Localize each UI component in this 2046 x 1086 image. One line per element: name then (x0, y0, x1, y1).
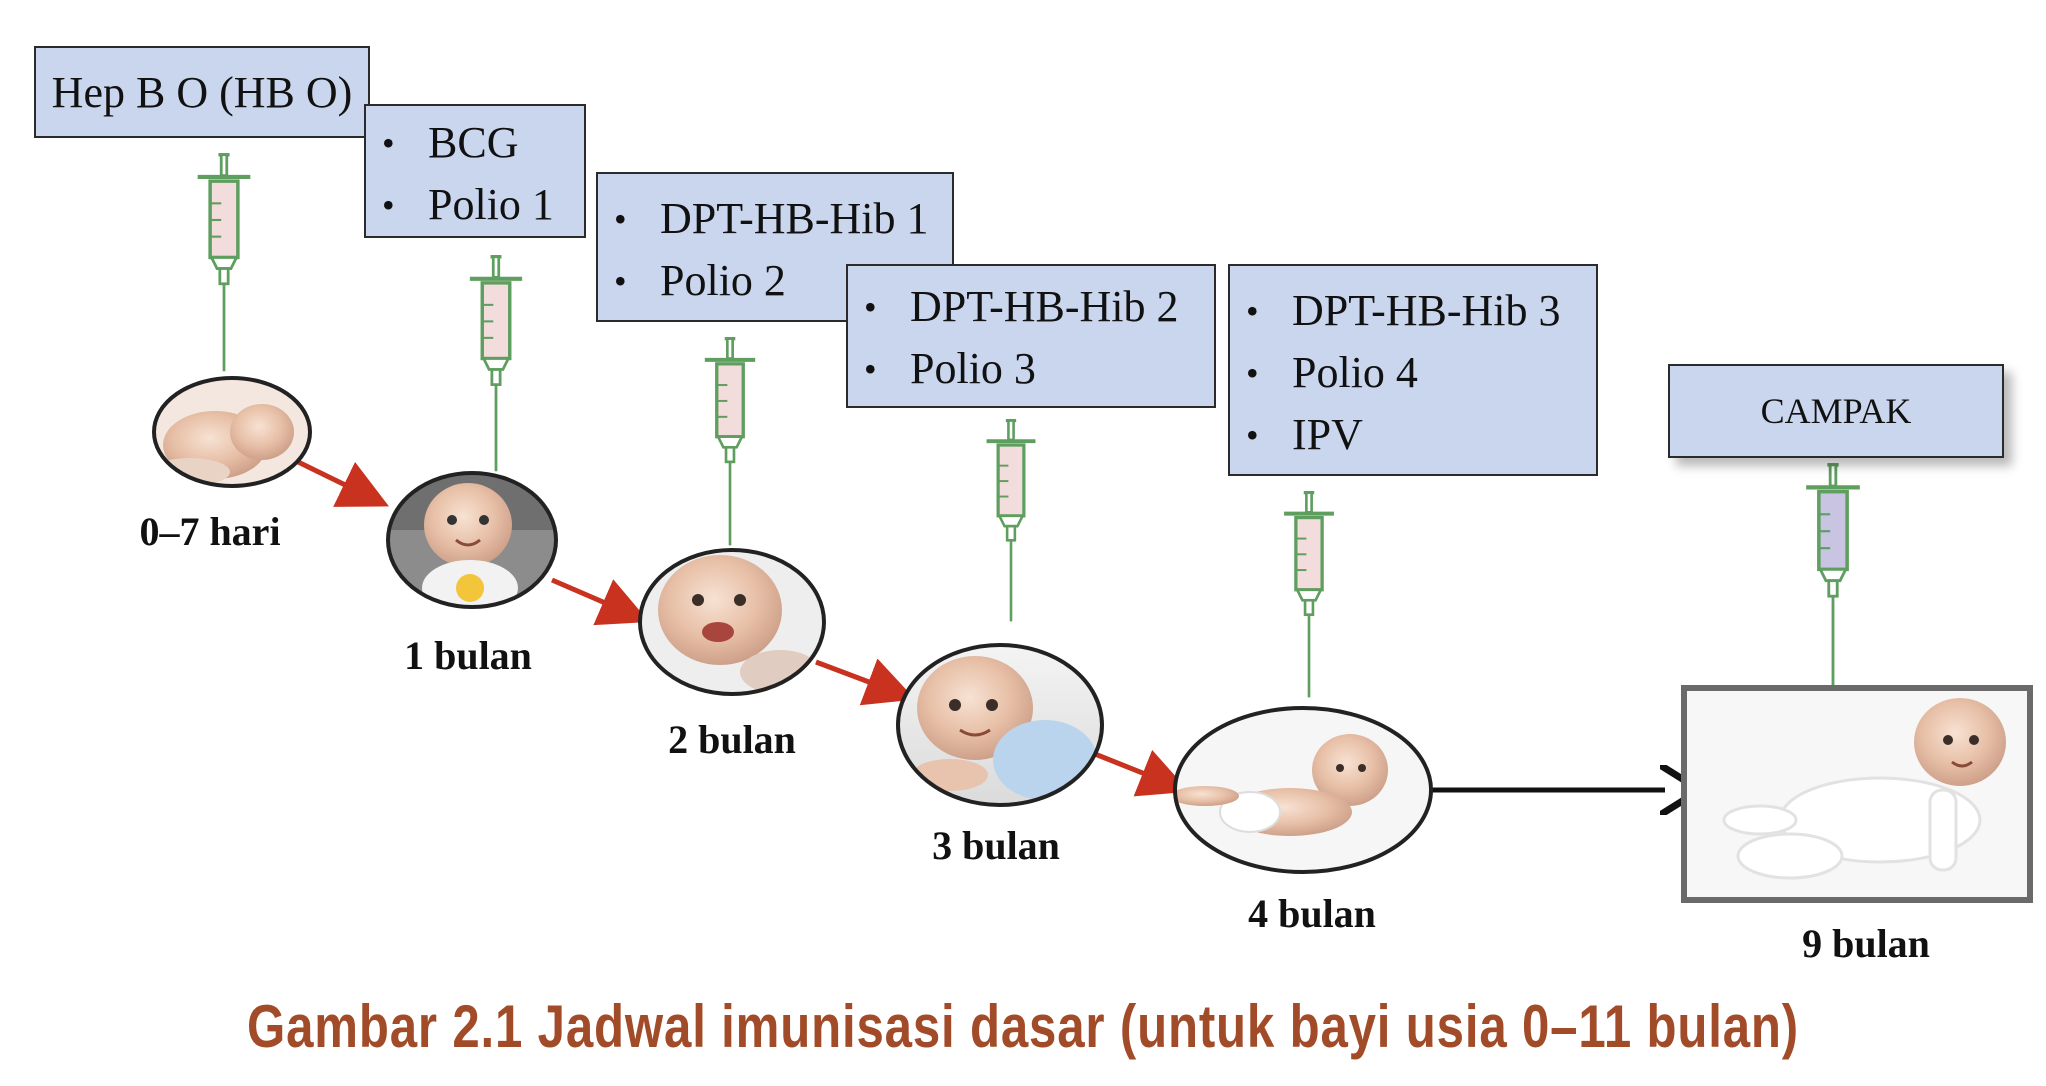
vaccine-box-4-bulan: DPT-HB-Hib 3 Polio 4 IPV (1228, 264, 1598, 476)
vaccine-label: Hep B O (HB O) (51, 67, 353, 117)
figure-caption: Gambar 2.1 Jadwal imunisasi dasar (untuk… (246, 993, 1800, 1060)
vaccine-box-1-bulan: BCG Polio 1 (364, 104, 586, 238)
timeline-arrow (815, 658, 916, 706)
timeline-arrow (1089, 749, 1190, 797)
baby-photo-4-bulan (1173, 706, 1433, 874)
baby-photo-1-bulan (386, 471, 558, 609)
syringe-icon (1284, 493, 1334, 698)
baby-photo-3-bulan (896, 643, 1104, 807)
syringe-icon (198, 155, 251, 371)
vaccine-item: Polio 4 (1230, 342, 1596, 404)
baby-photo-2-bulan (638, 548, 826, 696)
age-label-1-bulan: 1 bulan (404, 633, 532, 678)
vaccine-box-3-bulan: DPT-HB-Hib 2 Polio 3 (846, 264, 1216, 408)
age-label-4-bulan: 4 bulan (1248, 891, 1376, 936)
vaccine-item: DPT-HB-Hib 2 (848, 276, 1214, 338)
vaccine-item: Polio 2 (598, 250, 952, 312)
vaccine-box-9-bulan: CAMPAK (1668, 364, 2004, 458)
vaccine-box-2-bulan: DPT-HB-Hib 1 Polio 2 (596, 172, 954, 322)
vaccine-item: DPT-HB-Hib 1 (598, 188, 952, 250)
syringe-icon (470, 257, 522, 472)
vaccine-box-0-7-hari: Hep B O (HB O) (34, 46, 370, 138)
age-label-0-7-hari: 0–7 hari (139, 509, 281, 554)
vaccine-label: CAMPAK (1760, 391, 1912, 431)
vaccine-item: IPV (1230, 404, 1596, 466)
baby-photo-0-7-hari (152, 376, 312, 488)
baby-photo-9-bulan (1681, 685, 2033, 903)
timeline-arrow (288, 455, 389, 507)
syringe-icon (987, 421, 1036, 622)
age-label-3-bulan: 3 bulan (932, 823, 1060, 868)
age-label-9-bulan: 9 bulan (1802, 921, 1930, 966)
vaccine-item: BCG (366, 112, 584, 174)
vaccine-item: Polio 3 (848, 338, 1214, 400)
syringe-icon (705, 339, 755, 546)
vaccine-item: DPT-HB-Hib 3 (1230, 280, 1596, 342)
age-label-2-bulan: 2 bulan (668, 717, 796, 762)
syringe-icon (1806, 465, 1860, 685)
vaccine-item: Polio 1 (366, 174, 584, 236)
timeline-arrow (551, 577, 650, 626)
